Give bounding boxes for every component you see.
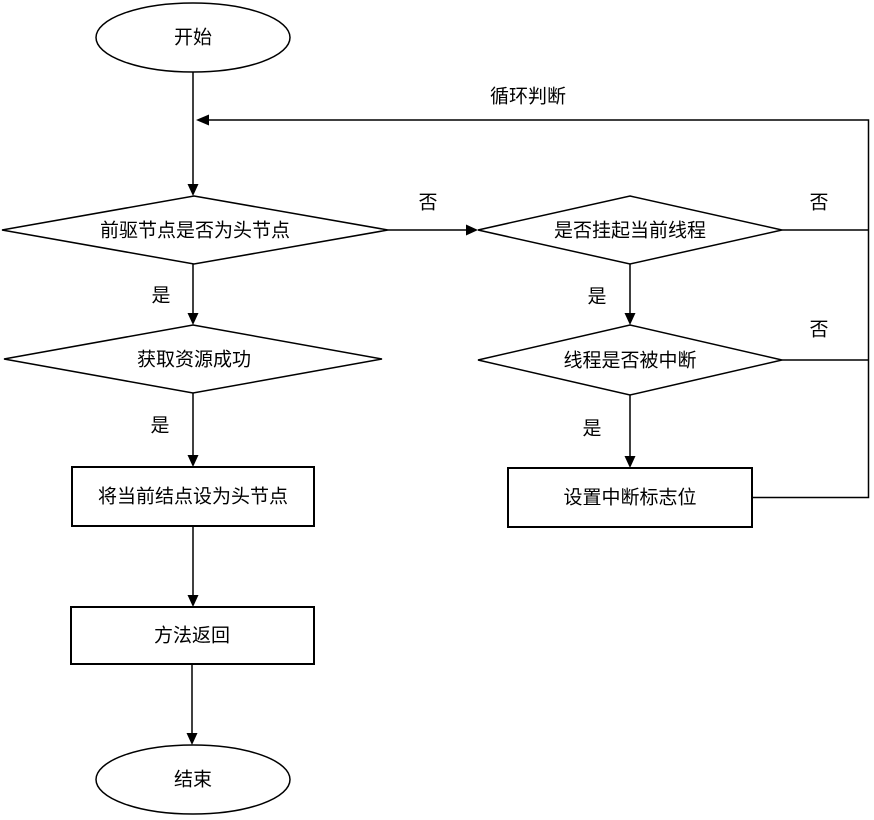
- acquire-success-label: 获取资源成功: [137, 349, 251, 371]
- arrowhead-into-acquire-success: [187, 313, 199, 325]
- arrowhead-into-set-head: [187, 455, 199, 467]
- edge-loop-back: [209, 119, 870, 499]
- set-interrupt-flag-label: 设置中断标志位: [563, 487, 696, 509]
- yes-label-check-head: 是: [151, 286, 170, 307]
- check-interrupt-label: 线程是否被中断: [563, 350, 696, 372]
- check-head-decision-node: [1, 195, 389, 265]
- arrowhead-into-check-park: [466, 224, 478, 236]
- arrowhead-into-check-interrupt: [624, 313, 636, 325]
- acquire-success-decision-node: [3, 324, 383, 394]
- no-label-check-park: 否: [809, 193, 828, 214]
- yes-label-check-park: 是: [587, 287, 606, 308]
- yes-label-acquire-success: 是: [150, 416, 169, 437]
- arrowhead-into-check-head: [187, 184, 199, 196]
- end-terminator-node: [95, 744, 291, 815]
- set-head-label: 将当前结点设为头节点: [98, 486, 288, 508]
- yes-label-check-interrupt: 是: [582, 419, 601, 440]
- node-labels: 开始 前驱节点是否为头节点 是否挂起当前线程 获取资源成功 线程是否被中断 将当…: [98, 27, 706, 791]
- start-terminator-node: [95, 2, 291, 73]
- set-head-process-node: [71, 466, 315, 527]
- set-interrupt-flag-process-node: [507, 467, 753, 528]
- check-head-label: 前驱节点是否为头节点: [100, 220, 290, 242]
- edge-labels: 循环判断 是 是 是 是 否 否 否: [150, 86, 828, 440]
- arrowhead-into-method-return: [187, 595, 199, 607]
- check-park-decision-node: [477, 195, 783, 265]
- check-interrupt-decision-node: [477, 324, 783, 396]
- check-park-label: 是否挂起当前线程: [554, 220, 706, 242]
- arrowhead-into-end: [186, 733, 198, 745]
- loop-judgment-label: 循环判断: [490, 86, 566, 108]
- nodes: [1, 2, 783, 815]
- edges: [186, 72, 870, 745]
- arrowhead-loop-back: [196, 114, 209, 126]
- start-label: 开始: [174, 27, 212, 49]
- no-label-check-head: 否: [418, 193, 437, 214]
- no-label-check-interrupt: 否: [809, 320, 828, 341]
- method-return-label: 方法返回: [154, 625, 230, 647]
- arrowhead-into-set-interrupt-flag: [624, 456, 636, 468]
- end-label: 结束: [174, 769, 212, 791]
- method-return-process-node: [70, 606, 315, 665]
